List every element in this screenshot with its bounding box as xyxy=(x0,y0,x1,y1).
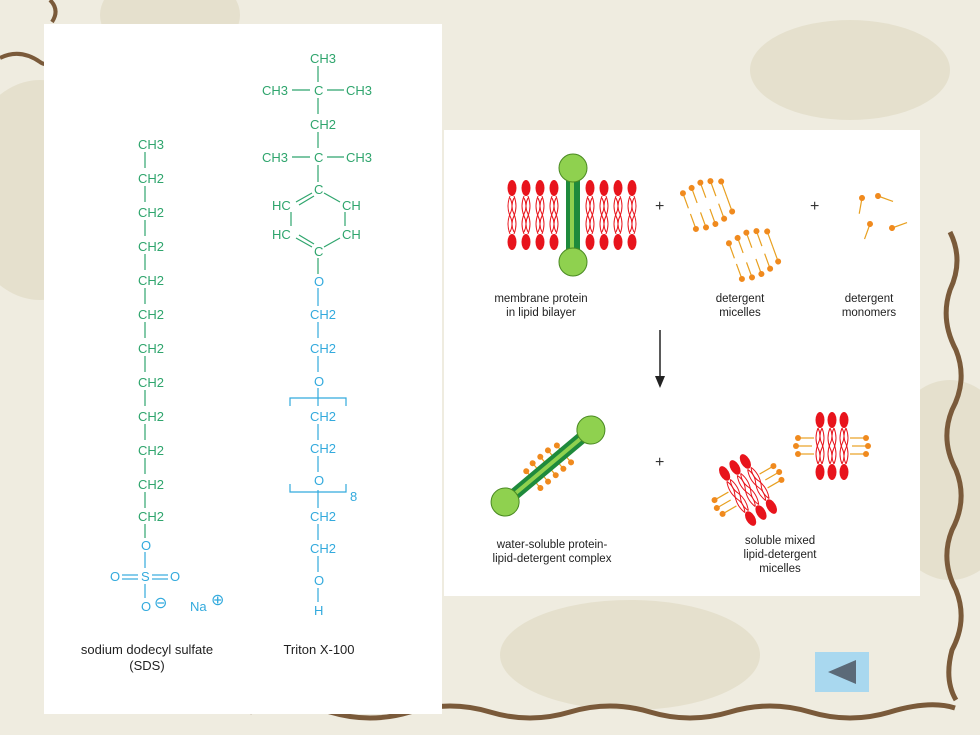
back-button[interactable] xyxy=(815,652,869,692)
sds-ch2-5: CH2 xyxy=(138,307,165,322)
label-detergent-micelles: detergent micelles xyxy=(715,293,765,319)
solubilization-scheme-panel xyxy=(444,130,920,596)
triton-c-b: C xyxy=(314,150,324,165)
detergent-monomers xyxy=(855,191,909,241)
triton-o-2: O xyxy=(314,374,325,389)
sds-plus-sign: ⊕ xyxy=(211,592,225,609)
triton-ch2-e: CH2 xyxy=(310,441,337,456)
triton-left-ch3-b: CH3 xyxy=(262,150,289,165)
sds-ch2-8: CH2 xyxy=(138,409,165,424)
sds-na: Na xyxy=(190,599,207,614)
plus-sign-3: + xyxy=(655,454,665,471)
triton-o-1: O xyxy=(314,274,325,289)
triton-ring-ch-a: CH xyxy=(342,198,361,213)
triton-ring-c-bottom: C xyxy=(314,244,324,259)
sds-ch2-2: CH2 xyxy=(138,205,165,220)
label-membrane-protein: membrane protein in lipid bilayer xyxy=(494,293,588,319)
triton-ch2-g: CH2 xyxy=(310,541,337,556)
triton-ring-c-top: C xyxy=(314,182,324,197)
sds-ch2-4: CH2 xyxy=(138,273,165,288)
sds-ch2-9: CH2 xyxy=(138,443,165,458)
sds-ch2-6: CH2 xyxy=(138,341,165,356)
background-blob xyxy=(500,600,760,710)
sds-o-left: O xyxy=(110,569,121,584)
triton-repeat-n: 8 xyxy=(350,489,358,504)
sds-ch2-11: CH2 xyxy=(138,509,165,524)
label-protein-complex: water-soluble protein- lipid-detergent c… xyxy=(492,539,612,565)
sds-ch2-10: CH2 xyxy=(138,477,165,492)
structures-panel xyxy=(44,24,442,714)
detergent-micelle xyxy=(724,226,783,284)
sds-s: S xyxy=(141,569,150,584)
sds-o-minus: O xyxy=(141,599,152,614)
sds-o-link: O xyxy=(141,538,152,553)
plus-sign-1: + xyxy=(655,198,665,215)
triton-ch2-a: CH2 xyxy=(310,117,337,132)
triton-right-ch3-a: CH3 xyxy=(346,83,373,98)
triangle-left-icon xyxy=(828,660,856,684)
triton-ring-hc-a: HC xyxy=(272,198,291,213)
sds-ch2-7: CH2 xyxy=(138,375,165,390)
sds-ch2-3: CH2 xyxy=(138,239,165,254)
protein-detergent-complex xyxy=(490,415,606,517)
label-detergent-monomers: detergent monomers xyxy=(841,293,897,319)
triton-h: H xyxy=(314,603,324,618)
triton-ring-hc-b: HC xyxy=(272,227,291,242)
triton-ch2-d: CH2 xyxy=(310,409,337,424)
mixed-micelle xyxy=(709,451,787,529)
triton-ring-ch-b: CH xyxy=(342,227,361,242)
background-blob xyxy=(750,20,950,120)
triton-right-ch3-b: CH3 xyxy=(346,150,373,165)
sds-caption: sodium dodecyl sulfate (SDS) xyxy=(80,642,214,673)
triton-ch2-f: CH2 xyxy=(310,509,337,524)
sds-o-right: O xyxy=(170,569,181,584)
triton-left-ch3-a: CH3 xyxy=(262,83,289,98)
sds-ch3: CH3 xyxy=(138,137,165,152)
triton-o-3: O xyxy=(314,473,325,488)
membrane-protein xyxy=(558,153,588,277)
plus-sign-2: + xyxy=(810,198,820,215)
detergent-micelle xyxy=(678,176,737,234)
sds-ch2-1: CH2 xyxy=(138,171,165,186)
triton-caption: Triton X-100 xyxy=(283,642,355,657)
triton-o-4: O xyxy=(314,573,325,588)
triton-ch2-c: CH2 xyxy=(310,341,337,356)
label-mixed-micelles: soluble mixed lipid-detergent micelles xyxy=(743,535,817,575)
triton-ch2-b: CH2 xyxy=(310,307,337,322)
mixed-micelle xyxy=(792,411,872,481)
triton-top-ch3: CH3 xyxy=(310,51,337,66)
down-arrow xyxy=(655,330,665,388)
sds-minus-sign: ⊖ xyxy=(154,595,168,612)
triton-c-a: C xyxy=(314,83,324,98)
